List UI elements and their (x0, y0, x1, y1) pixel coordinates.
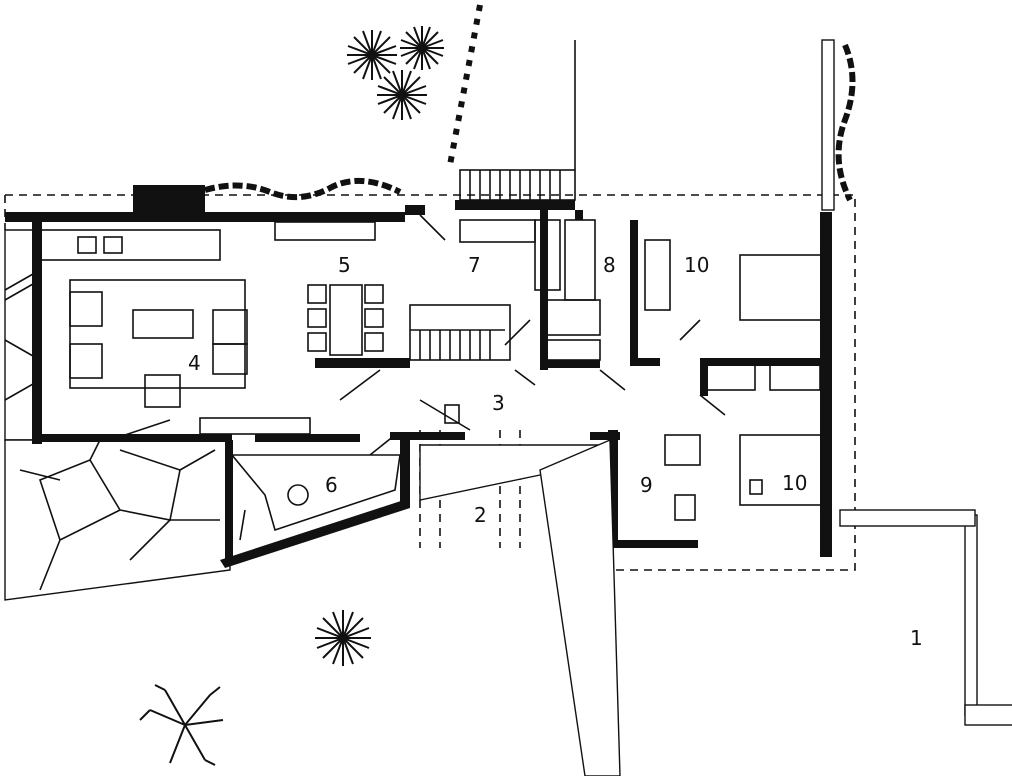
room-label-bedroom-north: 10 (684, 253, 709, 277)
room-label-entrance-path: 2 (474, 503, 487, 527)
room-label-terrace: 6 (325, 473, 338, 497)
room-label-bedroom-south: 10 (782, 471, 807, 495)
tree-icon (139, 26, 444, 766)
room-label-wc: 9 (640, 473, 653, 497)
hedge (204, 177, 402, 201)
room-label-entrance-hall: 3 (492, 391, 505, 415)
room-label-bathroom: 8 (603, 253, 616, 277)
furniture (39, 169, 823, 541)
room-label-kitchen: 7 (468, 253, 481, 277)
room-label-living: 4 (188, 351, 201, 375)
room-label-dining: 5 (338, 253, 351, 277)
stepping-stones (447, 4, 483, 166)
stone-walls (539, 39, 1012, 776)
roof-outline (5, 194, 856, 571)
hedge-east (835, 43, 856, 202)
stone-paving (4, 229, 601, 601)
room-label-garden: 1 (910, 626, 923, 650)
